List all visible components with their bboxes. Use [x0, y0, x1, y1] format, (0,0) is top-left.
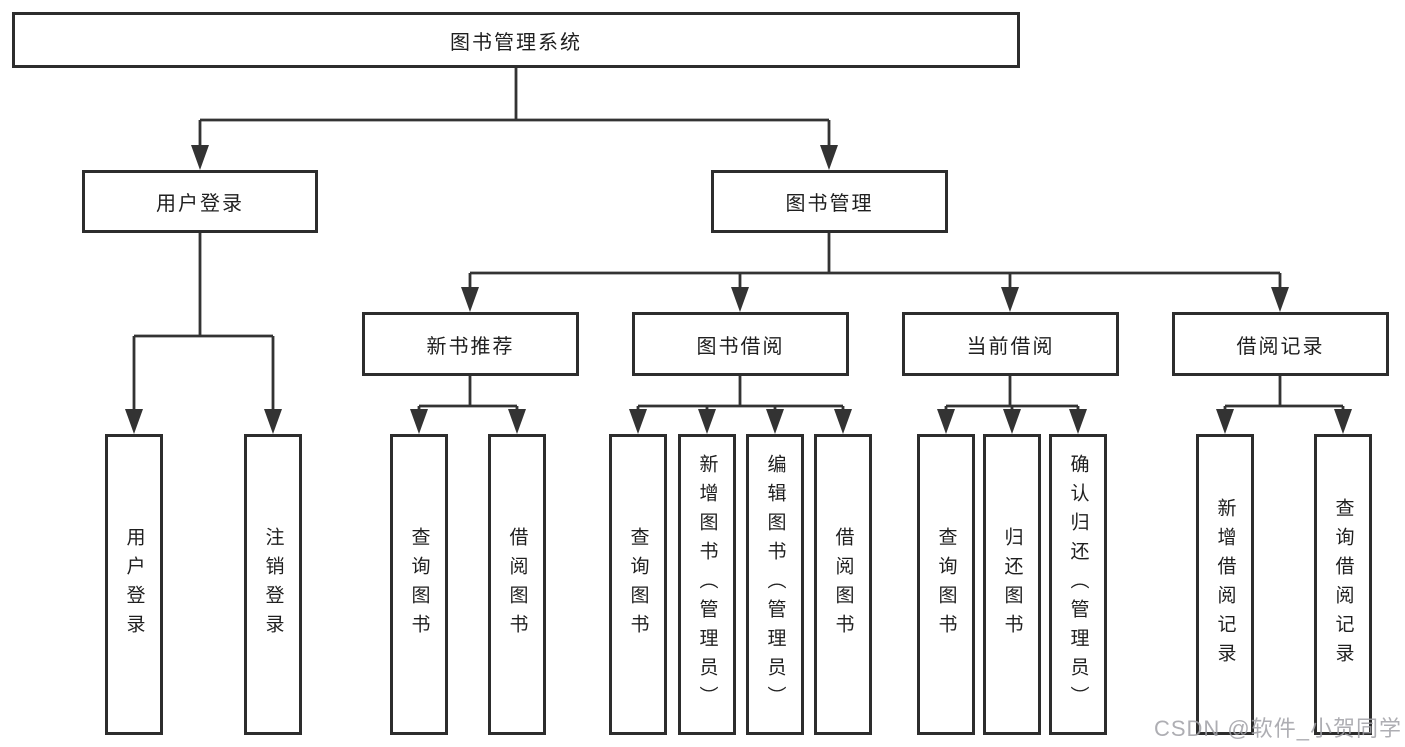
watermark: CSDN @软件_小贺同学 [1153, 716, 1402, 741]
leaf-return-book: 归还图书 [983, 434, 1041, 735]
leaf-query-borrow-record: 查询借阅记录 [1314, 434, 1372, 735]
leaf-confirm-return-admin: 确认归还（管理员） [1049, 434, 1107, 735]
node-current-borrow: 当前借阅 [902, 312, 1119, 376]
leaf-borrow-books-recommend: 借阅图书 [488, 434, 546, 735]
leaf-add-book-admin: 新增图书（管理员） [678, 434, 736, 735]
connector-borrow-records [1223, 376, 1345, 416]
node-user-login: 用户登录 [82, 170, 318, 233]
node-new-book-recommend: 新书推荐 [362, 312, 579, 376]
connector-book-management [468, 233, 1282, 293]
node-book-management: 图书管理 [711, 170, 948, 233]
leaf-borrow-books: 借阅图书 [814, 434, 872, 735]
leaf-user-login: 用户登录 [105, 434, 163, 735]
leaf-query-books-current: 查询图书 [917, 434, 975, 735]
node-book-borrow: 图书借阅 [632, 312, 849, 376]
leaf-edit-book-admin: 编辑图书（管理员） [746, 434, 804, 735]
connector-book-borrow [636, 376, 845, 416]
leaf-query-books-recommend: 查询图书 [390, 434, 448, 735]
connector-root [198, 68, 831, 150]
node-borrow-records: 借阅记录 [1172, 312, 1389, 376]
leaf-query-books-borrow: 查询图书 [609, 434, 667, 735]
leaf-add-borrow-record: 新增借阅记录 [1196, 434, 1254, 735]
leaf-logout: 注销登录 [244, 434, 302, 735]
connector-user-login [132, 233, 275, 416]
arrowheads [125, 145, 1352, 434]
node-library-system: 图书管理系统 [12, 12, 1020, 68]
connector-new-book [417, 376, 519, 416]
